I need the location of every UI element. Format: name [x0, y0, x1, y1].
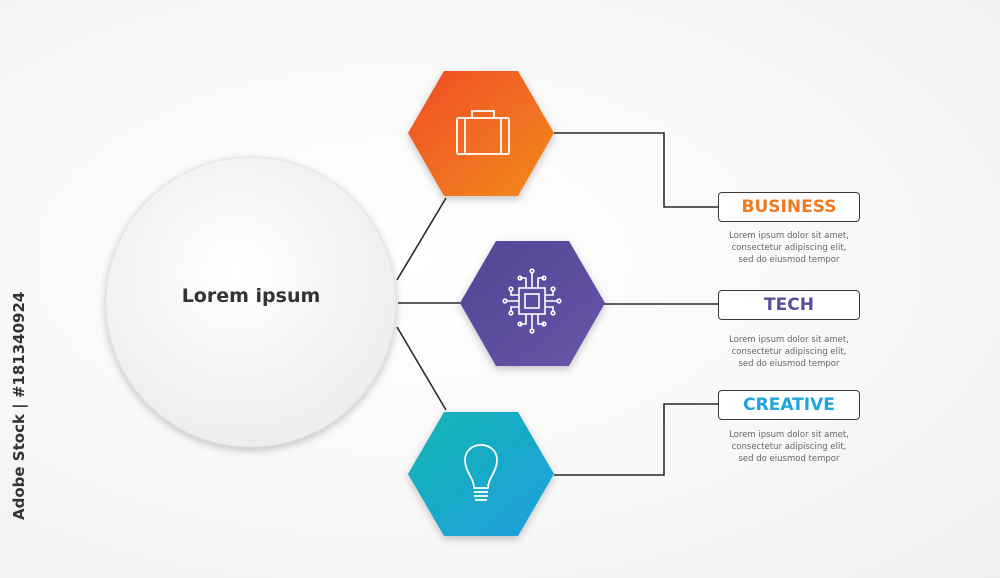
- label-box-tech: TECH: [718, 290, 860, 320]
- description-tech: Lorem ipsum dolor sit amet, consectetur …: [718, 334, 860, 370]
- description-line: Lorem ipsum dolor sit amet,: [729, 430, 849, 440]
- label-creative: CREATIVE: [743, 395, 835, 415]
- hexagon-business: [408, 71, 554, 196]
- connector-circle-creative: [396, 326, 447, 411]
- description-business: Lorem ipsum dolor sit amet, consectetur …: [718, 230, 860, 266]
- description-line: sed do eiusmod tempor: [738, 255, 840, 265]
- description-line: sed do eiusmod tempor: [738, 454, 840, 464]
- connector-lines: [396, 132, 718, 476]
- description-line: consectetur adipiscing elit,: [731, 243, 847, 253]
- description-line: consectetur adipiscing elit,: [731, 442, 847, 452]
- label-box-business: BUSINESS: [718, 192, 860, 222]
- briefcase-icon: [456, 110, 510, 155]
- connector-circle-business: [396, 197, 447, 281]
- description-creative: Lorem ipsum dolor sit amet, consectetur …: [718, 429, 860, 465]
- center-title: Lorem ipsum: [181, 285, 321, 307]
- main-circle: [105, 156, 397, 448]
- label-business: BUSINESS: [741, 197, 837, 217]
- description-line: Lorem ipsum dolor sit amet,: [729, 231, 849, 241]
- chip-icon: [502, 268, 562, 334]
- description-line: Lorem ipsum dolor sit amet,: [729, 335, 849, 345]
- hexagon-creative: [408, 412, 554, 536]
- label-tech: TECH: [764, 295, 814, 315]
- description-line: consectetur adipiscing elit,: [731, 347, 847, 357]
- lightbulb-icon: [464, 444, 498, 501]
- hexagon-tech: [460, 241, 605, 366]
- connector-business-label: [554, 132, 718, 208]
- connector-creative-label: [554, 403, 718, 476]
- watermark-side-text: Adobe Stock | #181340924: [10, 291, 28, 520]
- description-line: sed do eiusmod tempor: [738, 359, 840, 369]
- label-box-creative: CREATIVE: [718, 390, 860, 420]
